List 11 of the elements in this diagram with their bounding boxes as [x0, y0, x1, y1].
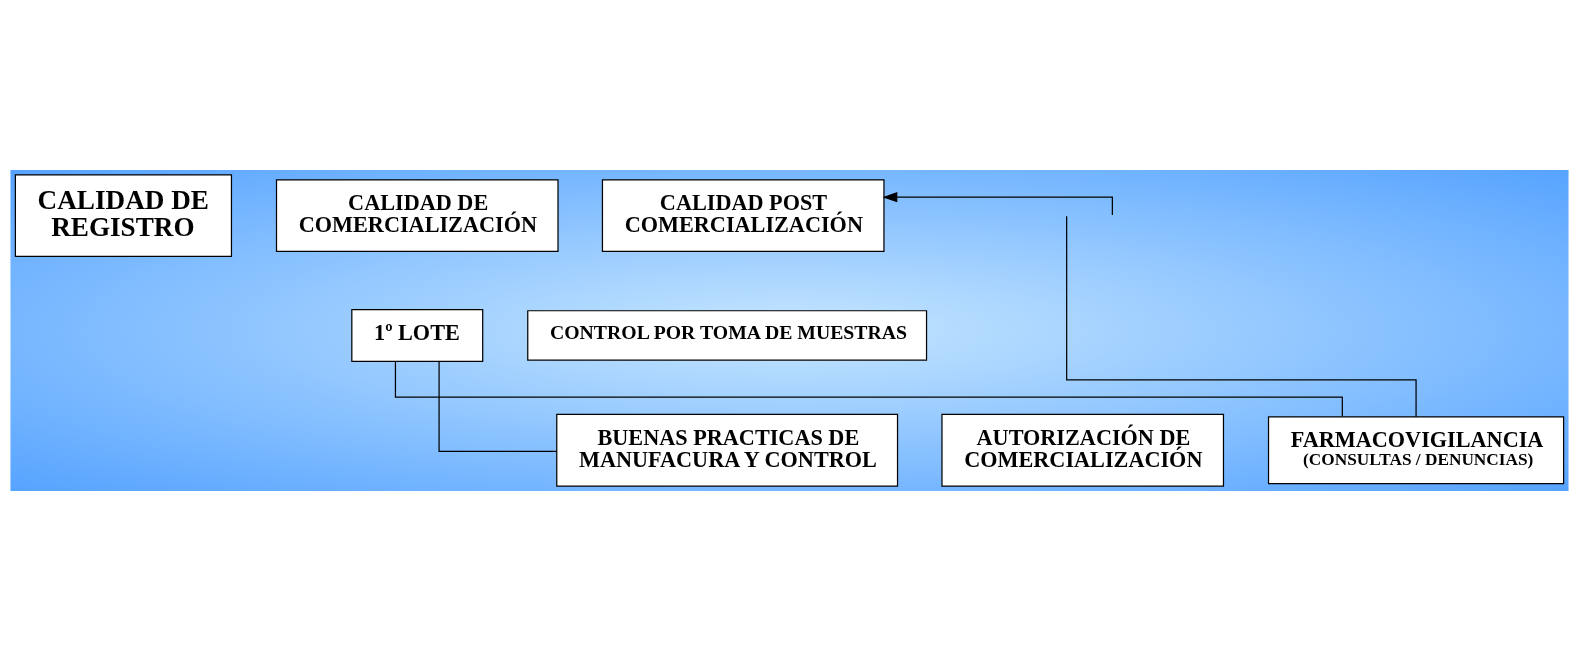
- connector: [1065, 215, 1417, 418]
- node-box: CALIDAD DE COMERCIALIZACIÓN: [275, 179, 559, 253]
- node-box: CALIDAD POST COMERCIALIZACIÓN: [601, 179, 885, 253]
- connector: [437, 361, 557, 453]
- node-box: CONTROL POR TOMA DE MUESTRAS: [526, 310, 927, 361]
- node-box: AUTORIZACIÓN DE COMERCIALIZACIÓN: [940, 413, 1224, 487]
- node-box: FARMACOVIGILANCIA (CONSULTAS / DENUNCIAS): [1267, 416, 1564, 485]
- node-box: BUENAS PRACTICAS DE MANUFACURA Y CONTROL: [555, 413, 898, 487]
- node-box: 1º LOTE: [350, 308, 483, 362]
- arrow: [881, 191, 1113, 216]
- node-box: CALIDAD DE REGISTRO: [14, 174, 232, 258]
